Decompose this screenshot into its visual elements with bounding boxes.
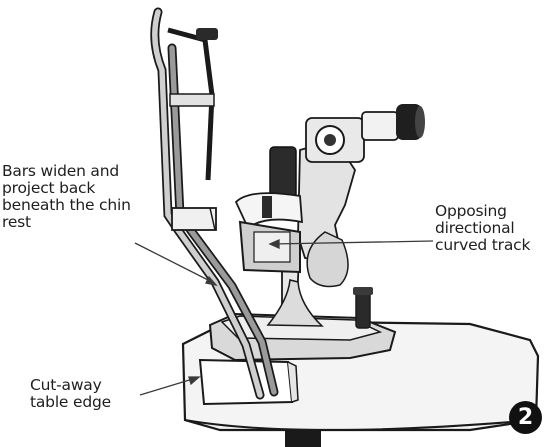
callout-table-line-1: Cut-away <box>30 377 170 394</box>
figure-number-badge: 2 <box>509 401 542 434</box>
column-flare <box>268 280 322 326</box>
callout-bars-line-3: beneath the chin <box>2 197 172 214</box>
ocular-tube <box>362 112 398 140</box>
callout-bars-line-4: rest <box>2 214 172 231</box>
callout-track-line-3: curved track <box>435 237 549 254</box>
microscope-head <box>306 104 425 162</box>
joystick <box>356 292 370 328</box>
track-slider <box>262 196 272 218</box>
head-strap-knob <box>196 28 218 40</box>
callout-bars-line-1: Bars widen and <box>2 163 172 180</box>
callout-table-edge: Cut-away table edge <box>30 377 170 411</box>
callout-table-line-2: table edge <box>30 394 170 411</box>
callout-curved-track: Opposing directional curved track <box>435 203 549 254</box>
callout-bars-line-2: project back <box>2 180 172 197</box>
joystick-cap <box>353 287 373 295</box>
forehead-clamp <box>170 94 214 106</box>
callout-track-line-1: Opposing <box>435 203 549 220</box>
table-leg <box>285 430 321 447</box>
curved-track <box>236 193 302 272</box>
chin-rest-clamp <box>172 208 216 230</box>
callout-track-line-2: directional <box>435 220 549 237</box>
callout-bars-widen: Bars widen and project back beneath the … <box>2 163 172 231</box>
